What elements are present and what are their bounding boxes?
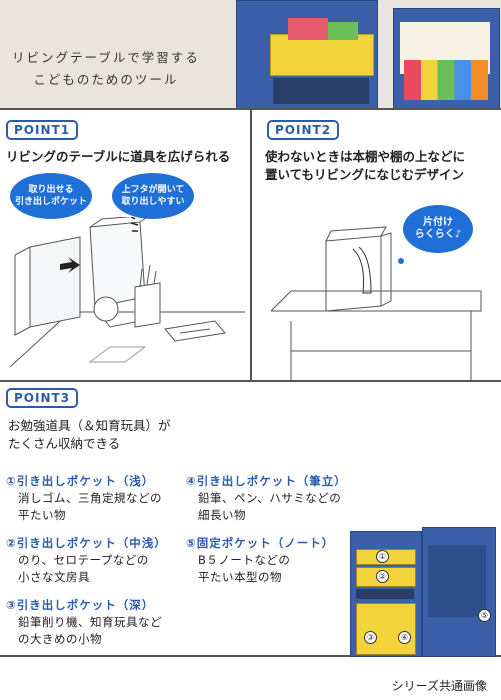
point2-headline-line2: 置いてもリビングになじむデザイン	[265, 167, 465, 182]
point1-badge: POINT1	[6, 120, 79, 140]
marker-3: ③	[364, 631, 377, 644]
point1-headline: リビングのテーブルに道具を広げられる	[6, 149, 231, 164]
point2-badge: POINT2	[267, 120, 340, 140]
item-title: ④引き出しポケット（筆立）	[186, 474, 347, 488]
point2-headline-line1: 使わないときは本棚や棚の上などに	[265, 149, 466, 164]
item-title: ①引き出しポケット（浅）	[6, 474, 155, 488]
item-desc: B５ノートなどの	[198, 553, 291, 567]
point3-headline-line2: たくさん収納できる	[8, 436, 121, 451]
item-desc: 鉛筆、ペン、ハサミなどの	[198, 491, 342, 505]
item-desc: 平たい本型の物	[198, 570, 282, 584]
storage-item-3: ③引き出しポケット（深） 鉛筆削り機、知育玩具など の大きめの小物	[6, 597, 162, 648]
storage-item-2: ②引き出しポケット（中浅） のり、セロテープなどの 小さな文房具	[6, 535, 167, 586]
header-banner: リビングテーブルで学習する こどものためのツール	[0, 0, 501, 108]
item-desc: 鉛筆削り機、知育玩具など	[18, 615, 162, 629]
marker-5: ⑤	[478, 609, 491, 622]
marker-2: ②	[376, 570, 389, 583]
item-title: ⑤固定ポケット（ノート）	[186, 536, 335, 550]
product-diagram: ① ② ③ ④ ⑤	[350, 527, 496, 657]
item-desc: 細長い物	[198, 508, 246, 522]
divider-mid	[0, 380, 501, 382]
storage-item-4: ④引き出しポケット（筆立） 鉛筆、ペン、ハサミなどの 細長い物	[186, 473, 347, 524]
item-desc: 小さな文房具	[18, 570, 90, 584]
point1-bubble-right: 上フタが開いて 取り出しやすい	[112, 173, 194, 219]
point1-illustration	[10, 217, 245, 368]
point3-badge: POINT3	[6, 388, 79, 408]
tagline-line1: リビングテーブルで学習する	[12, 50, 200, 65]
product-photo	[228, 0, 501, 108]
point2-panel: POINT2 使わないときは本棚や棚の上などに 置いてもリビングになじむデザイン…	[251, 109, 501, 381]
point2-bubble: 片付け らくらく♪	[403, 205, 473, 253]
caption: シリーズ共通画像	[391, 679, 487, 693]
tagline: リビングテーブルで学習する こどものためのツール	[12, 47, 200, 91]
item-desc: のり、セロテープなどの	[18, 553, 149, 567]
item-title: ②引き出しポケット（中浅）	[6, 536, 167, 550]
item-desc: の大きめの小物	[18, 632, 102, 646]
item-desc: 消しゴム、三角定規などの	[18, 491, 162, 505]
item-title: ③引き出しポケット（深）	[6, 598, 155, 612]
point3-panel: POINT3 お勉強道具（＆知育玩具）が たくさん収納できる ①引き出しポケット…	[0, 381, 501, 657]
point1-panel: POINT1 リビングのテーブルに道具を広げられる 取り出せる 引き出しポケット…	[0, 109, 250, 380]
point1-bubble-left: 取り出せる 引き出しポケット	[10, 173, 92, 219]
divider-bottom	[0, 655, 501, 657]
item-desc: 平たい物	[18, 508, 66, 522]
tagline-line2: こどものためのツール	[33, 72, 179, 87]
storage-item-1: ①引き出しポケット（浅） 消しゴム、三角定規などの 平たい物	[6, 473, 162, 524]
point2-illustration	[271, 226, 482, 381]
point3-headline-line1: お勉強道具（＆知育玩具）が	[8, 418, 171, 433]
marker-1: ①	[376, 550, 389, 563]
divider-vertical	[250, 108, 252, 380]
storage-item-5: ⑤固定ポケット（ノート） B５ノートなどの 平たい本型の物	[186, 535, 334, 586]
marker-4: ④	[398, 631, 411, 644]
